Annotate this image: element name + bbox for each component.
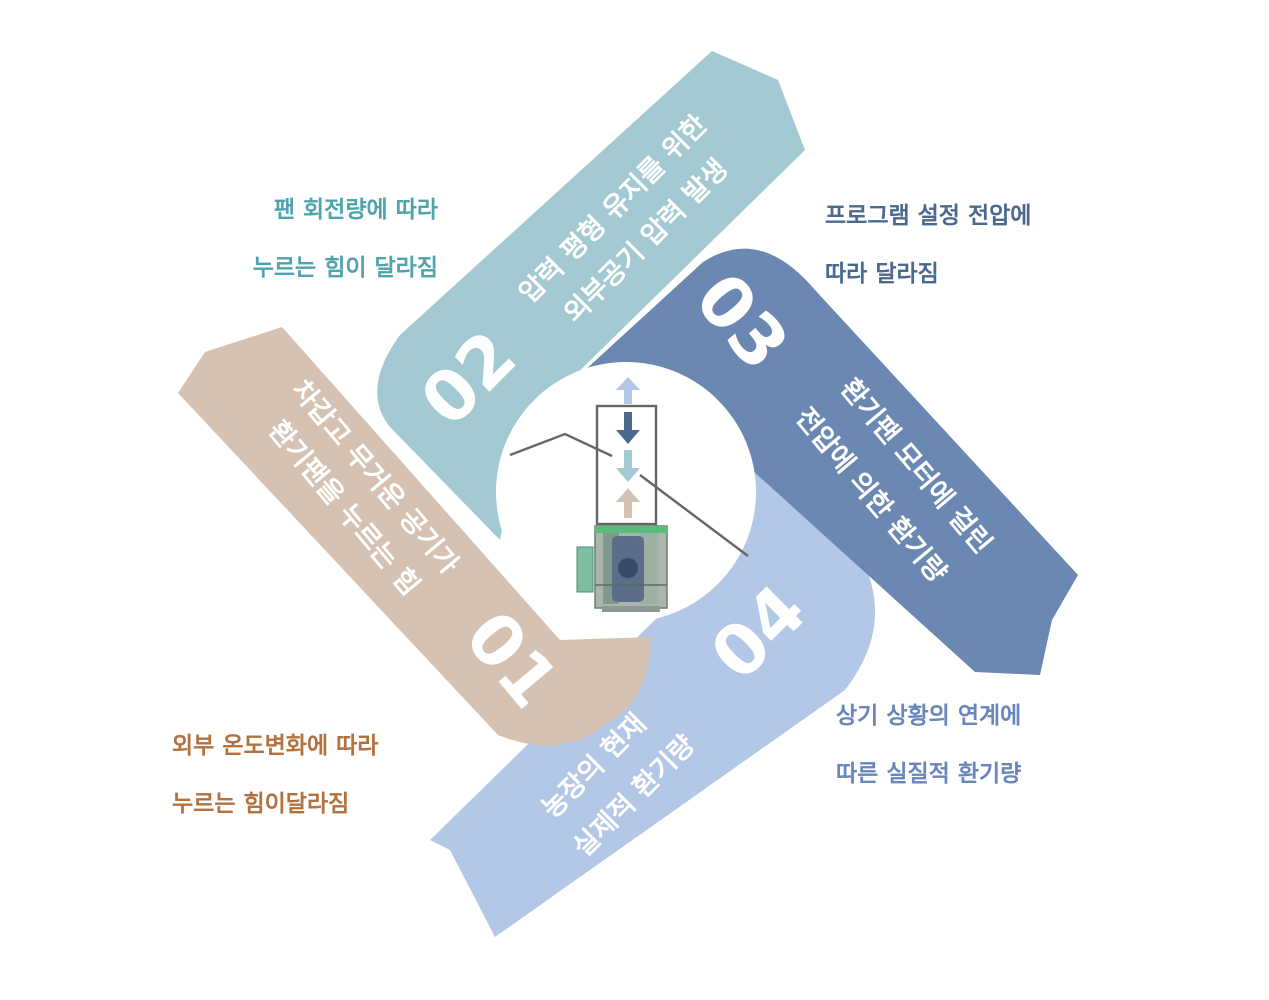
step-01-band	[178, 327, 651, 746]
caption-04-line1: 상기 상황의 연계에	[836, 703, 1022, 729]
arrow-down-icon	[616, 412, 640, 444]
step-02-band	[377, 51, 805, 540]
fan-unit-icon	[576, 404, 668, 612]
connector-line-right	[639, 474, 749, 557]
caption-04-line2: 따른 실질적 환기량	[836, 761, 1022, 787]
caption-01: 외부 온도변화에 따라 누르는 힘이달라짐	[172, 735, 378, 816]
caption-04: 상기 상황의 연계에 따른 실질적 환기량	[836, 705, 1021, 786]
caption-01-line2: 누르는 힘이달라짐	[172, 791, 350, 817]
arrow-up-icon	[616, 488, 640, 518]
caption-03-line1: 프로그램 설정 전압에	[825, 203, 1032, 229]
arrow-up-icon	[616, 377, 640, 404]
arrow-down-icon	[616, 450, 640, 482]
caption-02-line2: 누르는 힘이 달라짐	[252, 255, 438, 281]
caption-01-line1: 외부 온도변화에 따라	[172, 733, 379, 759]
caption-03: 프로그램 설정 전압에 따라 달라짐	[825, 205, 1031, 286]
step-03-band	[583, 248, 1078, 675]
caption-03-line2: 따라 달라짐	[825, 261, 939, 287]
step-04-band	[430, 450, 876, 937]
caption-02-line1: 팬 회전량에 따라	[273, 197, 438, 223]
caption-02: 팬 회전량에 따라 누르는 힘이 달라짐	[253, 199, 438, 280]
